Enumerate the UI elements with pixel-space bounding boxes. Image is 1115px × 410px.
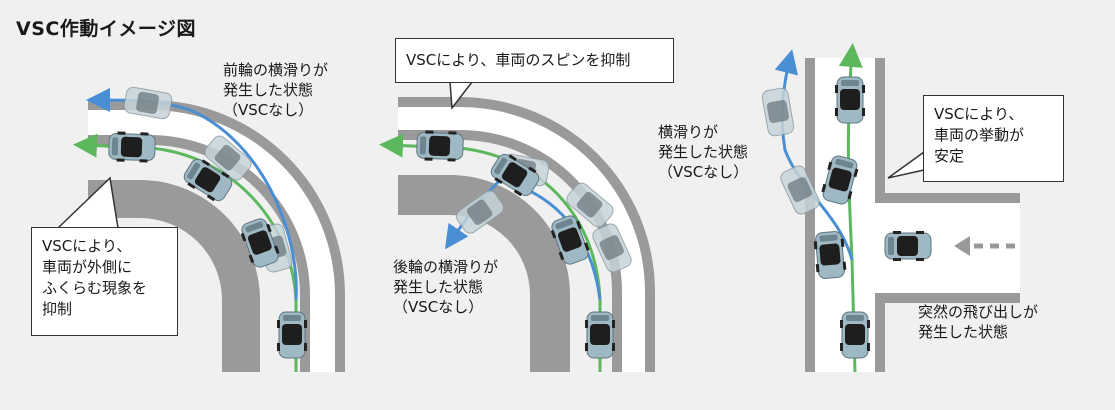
panel2-road <box>398 97 655 372</box>
panel1-callout-pointer <box>57 176 119 229</box>
panel3-car-1 <box>834 76 866 124</box>
panel1-road <box>88 100 345 372</box>
panel3-car-4 <box>839 311 871 359</box>
panel3-ghost-car-1 <box>760 86 796 138</box>
panel1-car-1 <box>107 130 157 164</box>
panel1-green-path <box>73 133 298 372</box>
panel2-skid-label: 後輪の横滑りが 発生した状態 （VSCなし） <box>393 258 499 316</box>
panel2-callout-pointer <box>449 81 473 111</box>
panel2-callout-box: VSCにより、車両のスピンを抑制 <box>395 38 674 83</box>
panel1-callout-box: VSCにより、 車両が外側に ふくらむ現象を 抑制 <box>31 227 178 336</box>
panel2-car-1 <box>415 129 465 163</box>
panel1-skid-label: 前輪の横滑りが 発生した状態 （VSCなし） <box>223 61 329 119</box>
diagram-title: VSC作動イメージ図 <box>16 18 196 40</box>
panel3-dashed-arrow-head <box>954 236 970 256</box>
panel3-callout-pointer <box>887 151 925 179</box>
panel3-callout-box: VSCにより、 車両の挙動が 安定 <box>923 95 1064 182</box>
panel3-skid-label: 横滑りが 発生した状態 （VSCなし） <box>658 123 749 181</box>
panel1-car-4 <box>276 311 308 359</box>
panel3-obstacle-car <box>884 230 932 262</box>
panel3-car-3 <box>812 230 848 280</box>
panel3-event-label: 突然の飛び出しが 発生した状態 <box>918 303 1039 341</box>
panel2-green-path <box>379 133 602 372</box>
panel2-car-4 <box>584 311 616 359</box>
